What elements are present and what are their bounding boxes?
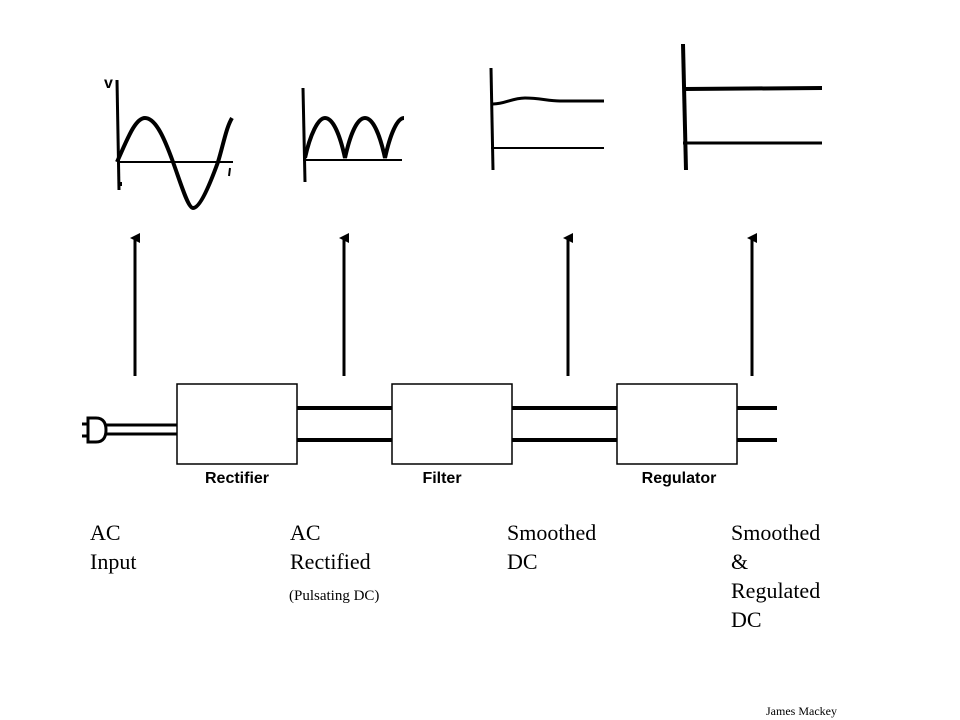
ac-plug [82,416,108,444]
input-cord [106,423,177,436]
smoothed-dc-label: Smoothed DC [507,520,597,574]
rectified-waveform [301,87,405,183]
ac-input-waveform: v [104,75,234,211]
smoothed-dc-waveform [489,67,604,171]
wires [297,406,777,442]
regulator-label: Regulator [641,470,717,487]
regulator-block [616,383,738,465]
author-credit: James Mackey [766,704,837,718]
regulated-dc-label: Smoothed & Regulated DC [731,520,821,632]
ac-rectified-label: AC Rectified [290,520,371,574]
regulated-dc-waveform [681,43,823,171]
pulsating-dc-note: (Pulsating DC) [289,588,380,604]
voltage-axis-label: v [104,75,113,92]
ac-input-label: AC Input [90,520,137,574]
filter-label: Filter [422,470,462,487]
rectifier-label: Rectifier [204,470,270,487]
rectifier-block [176,383,298,465]
filter-block [391,383,513,465]
